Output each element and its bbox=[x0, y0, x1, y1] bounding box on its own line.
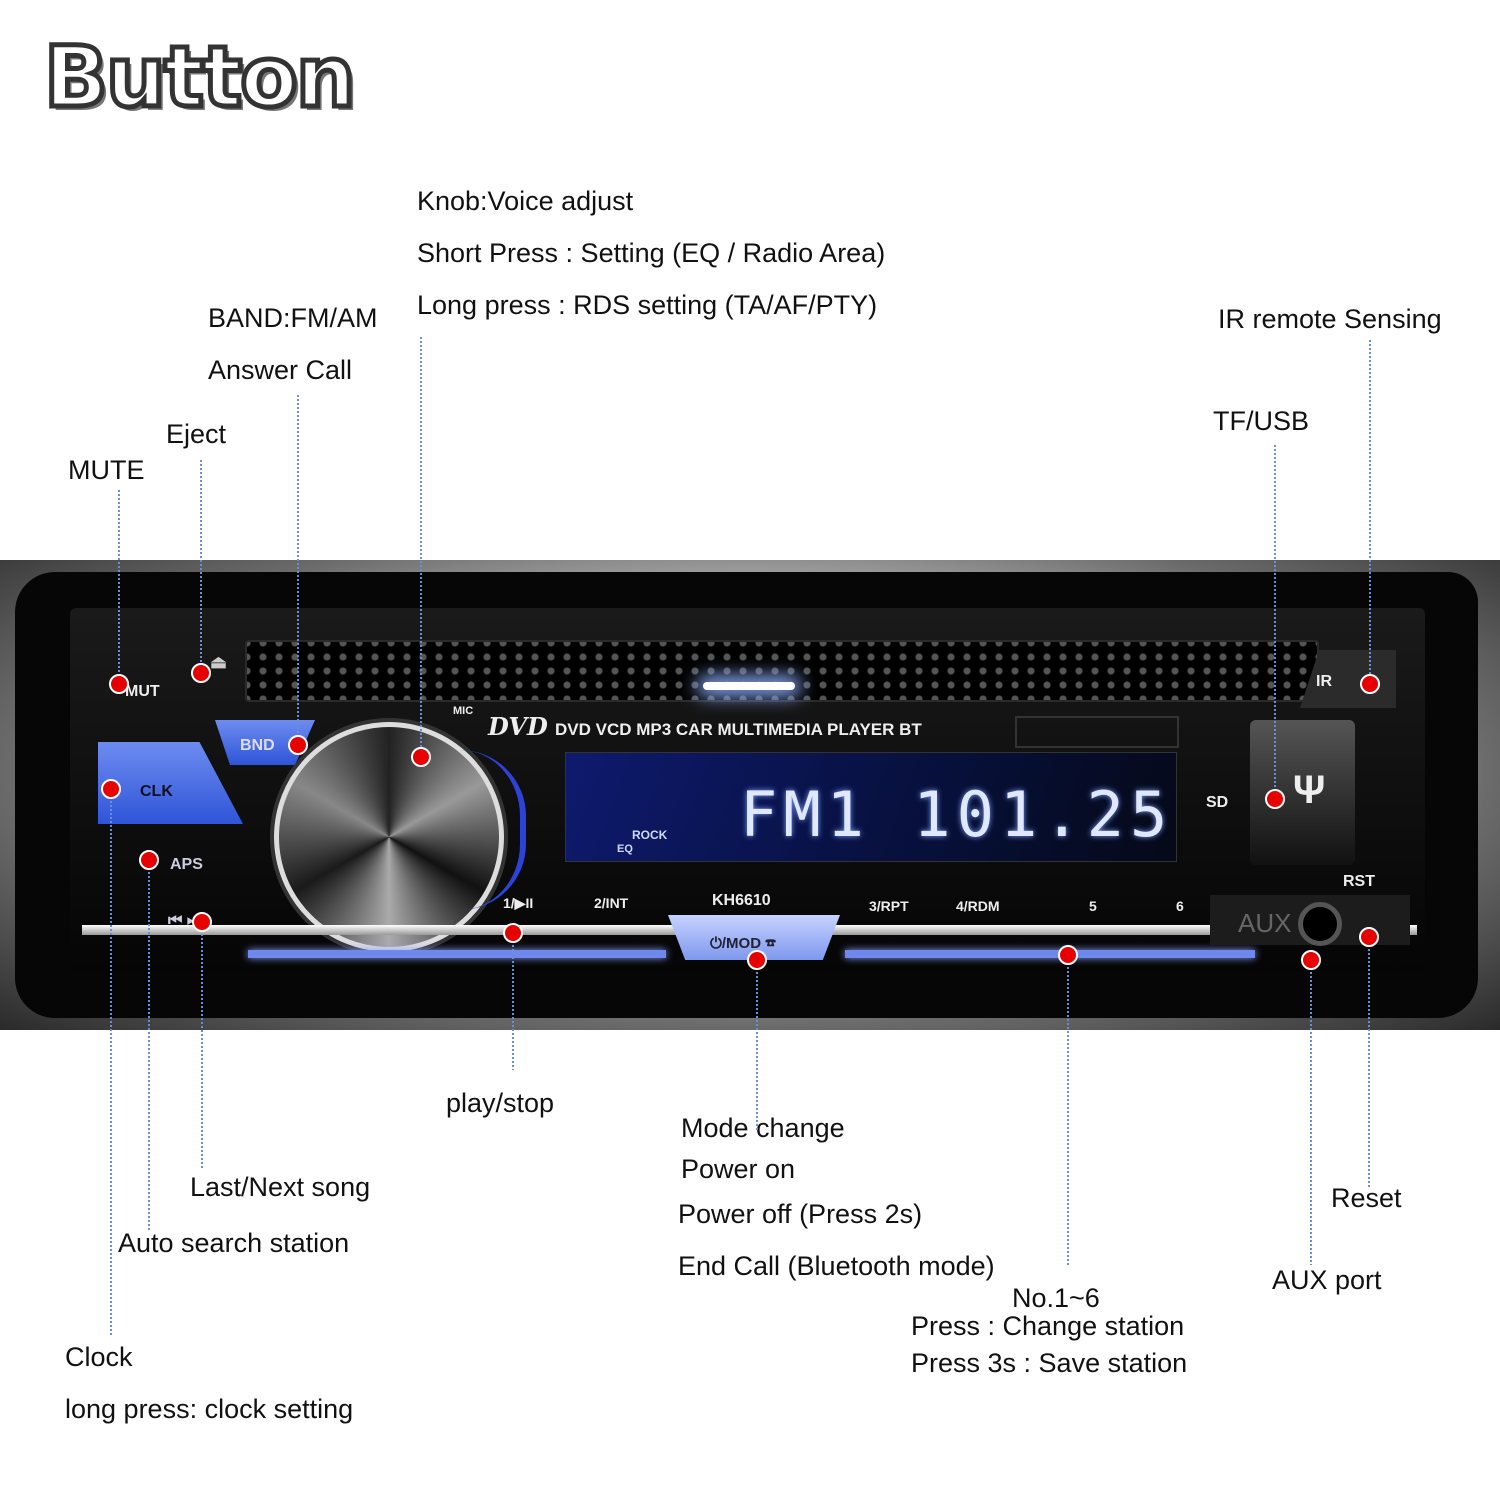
preset-4-button[interactable]: 4/RDM bbox=[956, 898, 1000, 914]
knob-short-press-label: Short Press : Setting (EQ / Radio Area) bbox=[417, 238, 886, 268]
usb-icon: Ψ bbox=[1293, 768, 1326, 812]
lcd-frequency: FM1 101.25 bbox=[740, 778, 1174, 851]
clock-long-press-label: long press: clock setting bbox=[65, 1394, 354, 1424]
tfusb-label: TF/USB bbox=[1213, 406, 1310, 436]
lcd-rock: ROCK bbox=[632, 828, 668, 842]
lastnext-marker bbox=[192, 912, 212, 932]
ir-marker bbox=[1360, 674, 1380, 694]
aps-button[interactable]: APS bbox=[170, 856, 203, 873]
reset-label: Reset bbox=[1331, 1183, 1402, 1213]
mute-label: MUTE bbox=[68, 455, 145, 485]
aux-marker bbox=[1301, 950, 1321, 970]
preset-3-button[interactable]: 3/RPT bbox=[869, 898, 909, 914]
presets-marker bbox=[1058, 945, 1078, 965]
knob-label: Knob:Voice adjust bbox=[417, 186, 634, 216]
sd-label: SD bbox=[1206, 794, 1229, 811]
mic-label: MIC bbox=[453, 705, 474, 717]
slot-light bbox=[703, 682, 795, 690]
play-stop-label: play/stop bbox=[446, 1088, 555, 1118]
disc-slot bbox=[245, 640, 1319, 702]
band-label: BAND:FM/AM bbox=[208, 303, 378, 333]
reset-button-label: RST bbox=[1343, 873, 1375, 890]
lcd-display bbox=[565, 752, 1177, 862]
power-on-label: Power on bbox=[681, 1154, 796, 1184]
reset-marker bbox=[1359, 927, 1379, 947]
clock-button-label: CLK bbox=[140, 783, 173, 800]
right-light-strip bbox=[845, 950, 1255, 958]
ir-sensor-label: IR bbox=[1316, 673, 1332, 690]
mode-button-label: ⏻/MOD ☎ bbox=[710, 935, 776, 952]
preset-2-button[interactable]: 2/INT bbox=[594, 895, 629, 911]
tfusb-marker bbox=[1265, 789, 1285, 809]
mute-button[interactable]: MUT bbox=[125, 683, 160, 700]
eject-icon[interactable]: ⏏ bbox=[210, 652, 228, 672]
preset-6-button[interactable]: 6 bbox=[1176, 898, 1184, 914]
preset-5-button[interactable]: 5 bbox=[1089, 898, 1097, 914]
aux-label: AUX port bbox=[1272, 1265, 1382, 1295]
left-light-strip bbox=[248, 950, 666, 958]
band-button-label: BND bbox=[240, 737, 275, 754]
power-off-label: Power off (Press 2s) bbox=[678, 1199, 923, 1229]
play-marker bbox=[503, 923, 523, 943]
aux-jack[interactable] bbox=[1298, 902, 1342, 946]
aps-label: Auto search station bbox=[118, 1228, 350, 1258]
ir-label: IR remote Sensing bbox=[1218, 304, 1442, 334]
aux-port-label: AUX bbox=[1238, 908, 1292, 938]
eject-marker bbox=[191, 663, 211, 683]
knob-long-press-label: Long press : RDS setting (TA/AF/PTY) bbox=[417, 290, 878, 320]
presets-press-label: Press : Change station bbox=[911, 1311, 1185, 1341]
mode-change-label: Mode change bbox=[681, 1113, 845, 1143]
tagline: DVD VCD MP3 CAR MULTIMEDIA PLAYER BT bbox=[555, 720, 922, 739]
clock-marker bbox=[101, 779, 121, 799]
clock-label: Clock bbox=[65, 1342, 133, 1372]
aps-marker bbox=[139, 850, 159, 870]
page-title: Button bbox=[42, 26, 359, 129]
last-next-label: Last/Next song bbox=[190, 1172, 371, 1202]
knob-light-arc bbox=[460, 750, 526, 910]
dvd-logo: DVD bbox=[488, 712, 548, 741]
presets-press3s-label: Press 3s : Save station bbox=[911, 1348, 1188, 1378]
eject-label: Eject bbox=[166, 419, 227, 449]
ir-panel bbox=[1300, 650, 1396, 708]
band-marker bbox=[288, 735, 308, 755]
mode-marker bbox=[747, 950, 767, 970]
lcd-eq: EQ bbox=[617, 843, 633, 855]
end-call-label: End Call (Bluetooth mode) bbox=[678, 1251, 995, 1281]
mute-marker bbox=[109, 674, 129, 694]
preset-1-button[interactable]: 1/▶II bbox=[503, 895, 534, 911]
knob-marker bbox=[411, 747, 431, 767]
model-number: KH6610 bbox=[712, 892, 771, 909]
card-slot bbox=[1015, 716, 1179, 748]
answer-call-label: Answer Call bbox=[208, 355, 353, 385]
presets-label: No.1~6 bbox=[1012, 1283, 1100, 1313]
